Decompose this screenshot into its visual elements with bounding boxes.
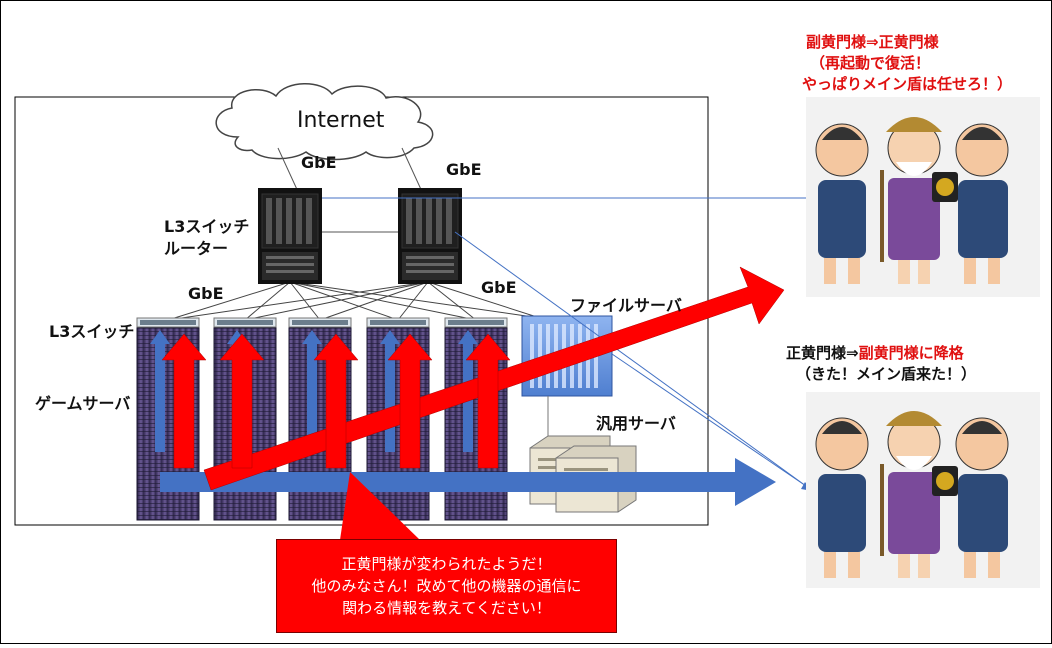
file-server-label: ファイルサーバ <box>570 296 682 315</box>
caption-bottom-line-1: 正黄門様⇒副黄門様に降格 <box>786 343 964 364</box>
l3-router-label-line1: L3スイッチ <box>164 217 250 236</box>
gbe-label-mid-right: GbE <box>481 278 517 297</box>
gbe-label-mid-left: GbE <box>188 284 224 303</box>
character-group-bottom <box>806 392 1040 588</box>
notice-box: 正黄門様が変わられたようだ！ 他のみなさん！改めて他の機器の通信に 関わる情報を… <box>276 539 617 633</box>
general-server-label: 汎用サーバ <box>596 414 676 433</box>
l3-router-left <box>258 188 322 284</box>
notice-line-3: 関わる情報を教えてください！ <box>342 599 551 617</box>
mesh-links <box>167 281 541 321</box>
gbe-label-top-right: GbE <box>446 160 482 179</box>
l3-switch-label: L3スイッチ <box>49 322 135 341</box>
caption-bottom-line-2: （きた！メイン盾来た！） <box>796 365 977 383</box>
notice-pointer <box>340 472 420 540</box>
notice-line-1: 正黄門様が変わられたようだ！ <box>341 555 552 573</box>
caption-top-line-3: やっぱりメイン盾は任せろ！） <box>802 75 1013 93</box>
l3-router-right <box>398 188 462 284</box>
caption-bottom-part-a: 正黄門様⇒ <box>786 344 859 362</box>
caption-top-line-1: 副黄門様⇒正黄門様 <box>806 33 939 51</box>
game-server-label: ゲームサーバ <box>35 394 131 413</box>
character-group-top <box>806 97 1040 297</box>
caption-bottom-part-b: 副黄門様に降格 <box>858 344 964 362</box>
gbe-label-top-left: GbE <box>301 153 337 172</box>
l3-switches <box>136 317 508 328</box>
blue-arrow-horizontal <box>160 458 776 506</box>
internet-label: Internet <box>297 108 385 133</box>
internet-cloud <box>215 83 434 161</box>
notice-line-2: 他のみなさん！改めて他の機器の通信に <box>311 577 582 595</box>
l3-router-label-line2: ルーター <box>164 239 229 258</box>
caption-top-line-2: （再起動で復活！ <box>810 54 931 72</box>
link-to-bottom-group <box>454 231 807 487</box>
red-up-arrows <box>161 333 511 469</box>
